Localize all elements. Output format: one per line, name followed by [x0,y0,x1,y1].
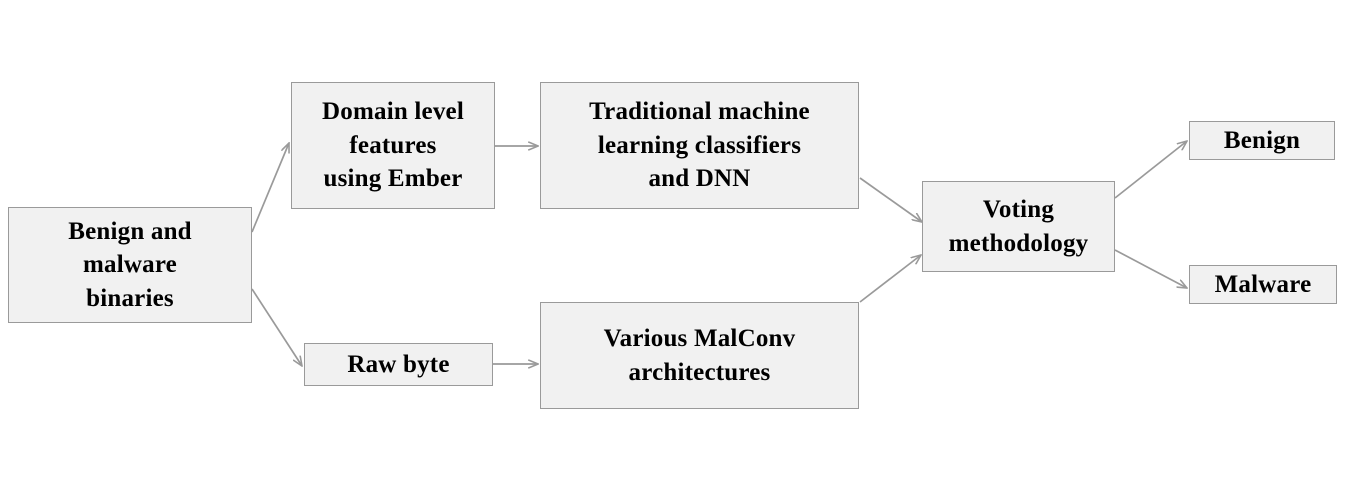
node-label: Domain level features using Ember [322,98,464,193]
edge-input-to-rawbyte [251,288,302,366]
node-label: Voting methodology [948,196,1089,257]
edge-voting-to-malware [1114,249,1187,288]
node-label: Various MalConv architectures [603,325,796,386]
node-domain-level-features[interactable]: Domain level features using Ember [291,82,495,209]
node-label: Raw byte [347,350,450,378]
node-various-malconv-architectures[interactable]: Various MalConv architectures [540,302,859,409]
node-voting-methodology[interactable]: Voting methodology [922,181,1115,272]
node-label: Benign [1223,126,1301,154]
edge-input-to-domain [251,143,289,233]
node-benign-and-malware-binaries[interactable]: Benign and malware binaries [8,207,252,323]
node-label: Malware [1214,270,1312,298]
edge-traditional-to-voting [859,177,922,222]
edge-voting-to-benign [1114,141,1187,199]
node-label: Traditional machine learning classifiers… [589,98,810,193]
edge-malconv-to-voting [859,255,921,303]
node-label: Benign and malware binaries [68,217,192,312]
node-raw-byte[interactable]: Raw byte [304,343,493,386]
node-malware-output[interactable]: Malware [1189,265,1337,304]
node-benign-output[interactable]: Benign [1189,121,1335,160]
node-traditional-ml-classifiers[interactable]: Traditional machine learning classifiers… [540,82,859,209]
